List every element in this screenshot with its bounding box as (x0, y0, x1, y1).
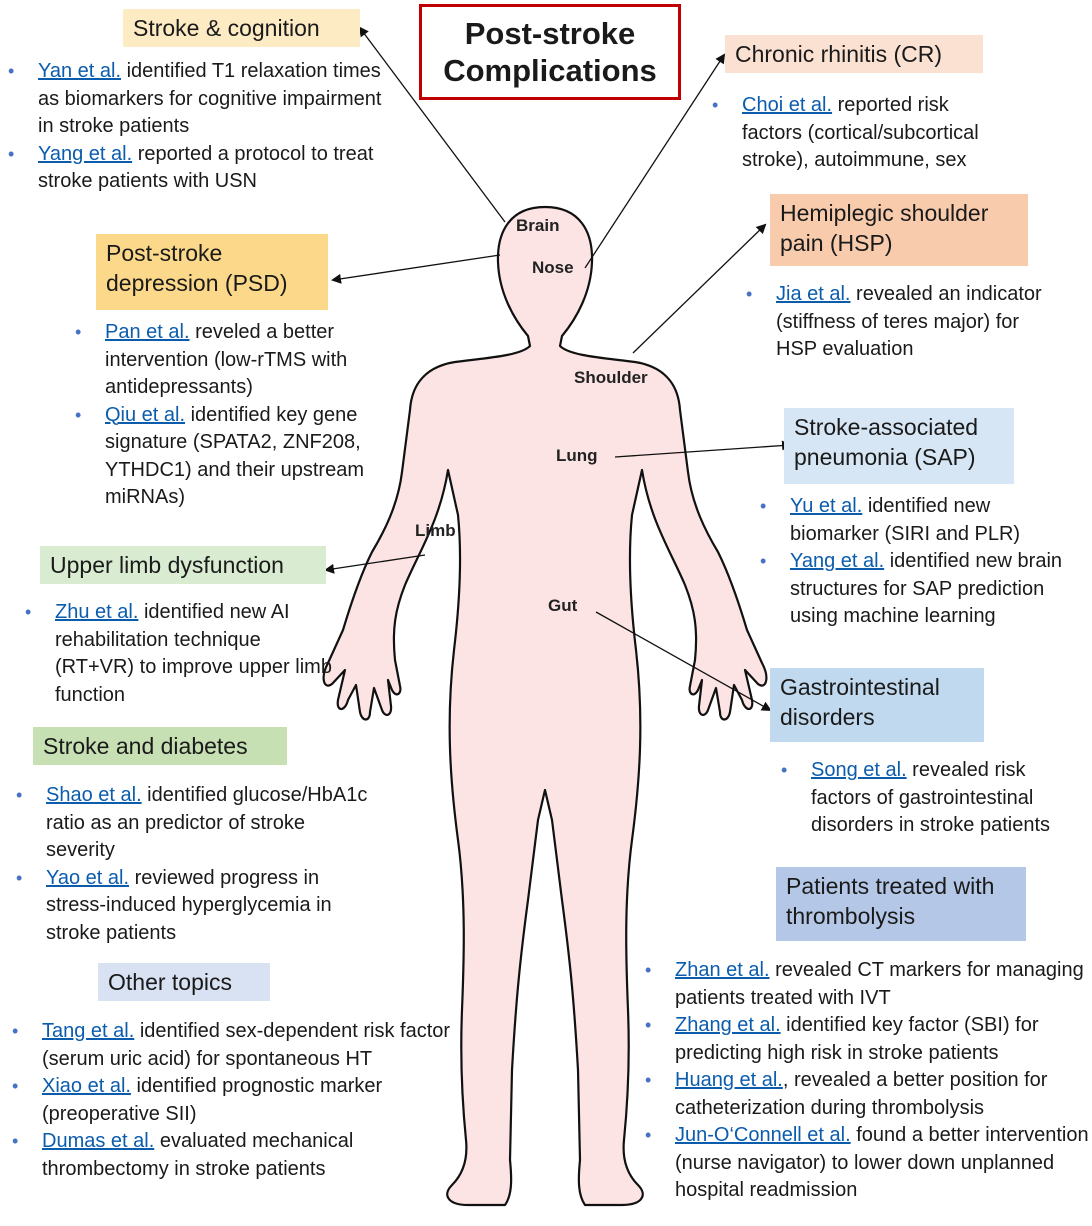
item-text: revealed an indicator (stiffness of tere… (776, 283, 1042, 360)
item-text: identified sex-dependent risk factor (se… (42, 1020, 451, 1070)
item-text: reveled a better intervention (low-rTMS … (105, 321, 348, 398)
reference-link[interactable]: Qiu et al. (105, 403, 186, 426)
item-text: , revealed a better position for cathete… (675, 1069, 1048, 1119)
reference-link[interactable]: Zhan et al. (675, 959, 770, 981)
list-stroke-associated-pneumonia: Yu et al. identified new biomarker (SIRI… (760, 493, 1070, 631)
list-hemiplegic-shoulder-pain: Jia et al. revealed an indicator (stiffn… (746, 281, 1046, 364)
list-item: Yan et al. identified T1 relaxation time… (8, 58, 398, 141)
item-text: identified key factor (SBI) for predicti… (675, 1014, 1039, 1064)
reference-link[interactable]: Yang et al. (790, 550, 885, 572)
reference-link[interactable]: Song et al. (811, 759, 907, 781)
body-silhouette (322, 205, 768, 1207)
list-item: Yang et al. reported a protocol to treat… (8, 141, 398, 196)
list-item: Zhan et al. revealed CT markers for mana… (645, 957, 1091, 1012)
list-post-stroke-depression: Pan et al. reveled a better intervention… (75, 319, 400, 512)
item-text: reviewed progress in stress-induced hype… (46, 866, 332, 944)
list-item: Jun-O‘Connell et al. found a better inte… (645, 1122, 1091, 1205)
heading-post-stroke-depression: Post-stroke depression (PSD) (96, 234, 328, 310)
item-text: identified new AI rehabilitation techniq… (55, 601, 332, 706)
list-gastrointestinal-disorders: Song et al. revealed risk factors of gas… (781, 757, 1089, 840)
list-item: Choi et al. reported risk factors (corti… (712, 92, 1012, 175)
list-other-topics: Tang et al. identified sex-dependent ris… (12, 1018, 462, 1183)
reference-link[interactable]: Yu et al. (790, 495, 863, 517)
reference-link[interactable]: Shao et al. (46, 784, 142, 806)
list-item: Jia et al. revealed an indicator (stiffn… (746, 281, 1046, 364)
list-item: Yang et al. identified new brain structu… (760, 548, 1070, 631)
item-text: reported a protocol to treat stroke pati… (38, 142, 374, 193)
list-chronic-rhinitis: Choi et al. reported risk factors (corti… (712, 92, 1012, 175)
heading-thrombolysis: Patients treated with thrombolysis (776, 867, 1026, 941)
heading-chronic-rhinitis: Chronic rhinitis (CR) (725, 35, 983, 73)
reference-link[interactable]: Choi et al. (742, 94, 833, 116)
list-item: Song et al. revealed risk factors of gas… (781, 757, 1089, 840)
list-item: Yao et al. reviewed progress in stress-i… (16, 865, 372, 948)
list-upper-limb-dysfunction: Zhu et al. identified new AI rehabilitat… (25, 599, 333, 709)
item-text: evaluated mechanical thrombectomy in str… (42, 1130, 354, 1180)
organ-label-nose: Nose (532, 258, 574, 277)
reference-link[interactable]: Huang et al. (675, 1069, 783, 1091)
item-text: identified glucose/HbA1c ratio as an pre… (46, 784, 368, 861)
item-text: identified new biomarker (SIRI and PLR) (790, 495, 1021, 545)
reference-link[interactable]: Jun-O‘Connell et al. (675, 1124, 851, 1146)
list-item: Yu et al. identified new biomarker (SIRI… (760, 493, 1070, 548)
item-text: identified key gene signature (SPATA2, Z… (105, 403, 364, 509)
list-stroke-cognition: Yan et al. identified T1 relaxation time… (8, 58, 398, 196)
list-thrombolysis: Zhan et al. revealed CT markers for mana… (645, 957, 1091, 1205)
reference-link[interactable]: Zhu et al. (55, 601, 139, 623)
reference-link[interactable]: Dumas et al. (42, 1130, 155, 1152)
item-text: revealed CT markers for managing patient… (675, 959, 1084, 1009)
list-item: Tang et al. identified sex-dependent ris… (12, 1018, 462, 1073)
organ-label-lung: Lung (556, 446, 598, 465)
reference-link[interactable]: Yao et al. (46, 866, 130, 889)
heading-stroke-cognition: Stroke & cognition (123, 9, 360, 47)
item-text: found a better intervention (nurse navig… (675, 1124, 1089, 1201)
organ-label-shoulder: Shoulder (574, 368, 648, 387)
item-text: identified new brain structures for SAP … (790, 550, 1063, 627)
item-text: revealed risk factors of gastrointestina… (811, 759, 1051, 836)
heading-other-topics: Other topics (98, 963, 270, 1001)
list-item: Shao et al. identified glucose/HbA1c rat… (16, 782, 372, 865)
reference-link[interactable]: Jia et al. (776, 283, 851, 305)
item-text: identified prognostic marker (preoperati… (42, 1075, 383, 1125)
heading-gastrointestinal-disorders: Gastrointestinal disorders (770, 668, 984, 742)
list-item: Xiao et al. identified prognostic marker… (12, 1073, 462, 1128)
heading-stroke-diabetes: Stroke and diabetes (33, 727, 287, 765)
reference-link[interactable]: Yang et al. (38, 142, 133, 165)
list-item: Pan et al. reveled a better intervention… (75, 319, 400, 402)
heading-upper-limb-dysfunction: Upper limb dysfunction (40, 546, 326, 584)
list-item: Qiu et al. identified key gene signature… (75, 402, 400, 512)
heading-hemiplegic-shoulder-pain: Hemiplegic shoulder pain (HSP) (770, 194, 1028, 266)
reference-link[interactable]: Yan et al. (38, 60, 122, 82)
item-text: reported risk factors (cortical/subcorti… (742, 94, 979, 171)
title-line-2: Complications (443, 53, 657, 88)
list-item: Zhu et al. identified new AI rehabilitat… (25, 599, 333, 709)
heading-stroke-associated-pneumonia: Stroke-associated pneumonia (SAP) (784, 408, 1014, 484)
reference-link[interactable]: Pan et al. (105, 321, 190, 343)
list-item: Zhang et al. identified key factor (SBI)… (645, 1012, 1091, 1067)
diagram-title: Post-stroke Complications (419, 4, 681, 100)
organ-label-gut: Gut (548, 596, 578, 615)
item-text: identified T1 relaxation times as biomar… (38, 60, 382, 137)
list-item: Dumas et al. evaluated mechanical thromb… (12, 1128, 462, 1183)
organ-label-limb: Limb (415, 521, 456, 540)
list-stroke-diabetes: Shao et al. identified glucose/HbA1c rat… (16, 782, 372, 947)
reference-link[interactable]: Xiao et al. (42, 1075, 131, 1097)
reference-link[interactable]: Zhang et al. (675, 1014, 781, 1036)
organ-label-brain: Brain (516, 216, 560, 235)
title-line-1: Post-stroke (464, 16, 636, 51)
list-item: Huang et al., revealed a better position… (645, 1067, 1091, 1122)
reference-link[interactable]: Tang et al. (42, 1020, 135, 1042)
